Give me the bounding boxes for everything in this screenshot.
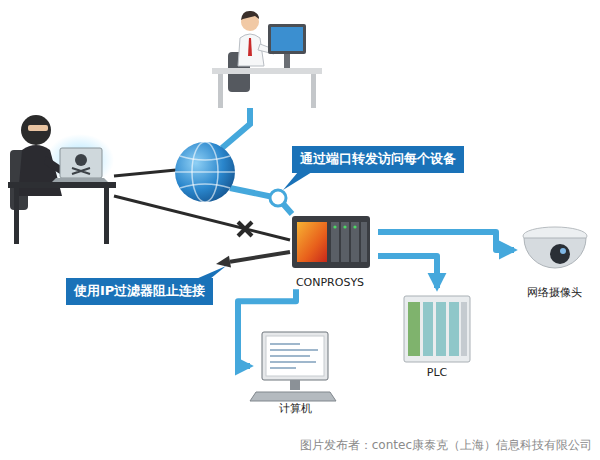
network-link bbox=[238, 289, 296, 366]
monitor-stand bbox=[290, 380, 300, 390]
desk-leg bbox=[311, 74, 316, 108]
callout-box: 使用IP过滤器阻止连接 bbox=[66, 278, 213, 305]
globe-equator bbox=[175, 171, 235, 173]
desk-leg bbox=[14, 188, 19, 244]
status-led bbox=[353, 225, 356, 228]
keyboard bbox=[250, 392, 336, 401]
watermark: 图片发布者：contec康泰克（上海）信息科技有限公司 bbox=[300, 437, 592, 454]
plc-module bbox=[423, 302, 433, 356]
desk-leg bbox=[104, 188, 109, 244]
device-panel bbox=[297, 222, 327, 262]
lens-glint bbox=[560, 248, 566, 254]
callout-box: 通过端口转发访问每个设备 bbox=[292, 146, 464, 173]
reject-arrowhead bbox=[216, 256, 231, 268]
monitor bbox=[268, 24, 306, 54]
plc-module bbox=[449, 302, 459, 356]
attack-wire bbox=[114, 196, 290, 240]
callout-text: 通过端口转发访问每个设备 bbox=[300, 151, 456, 166]
plc-power bbox=[408, 302, 420, 356]
network-camera: 网络摄像头 bbox=[514, 220, 594, 299]
hacker-desk bbox=[8, 182, 116, 188]
plc-module bbox=[436, 302, 446, 356]
globe bbox=[175, 142, 235, 202]
callout-text: 使用IP过滤器阻止连接 bbox=[74, 283, 205, 298]
device-label: CONPROSYS bbox=[296, 276, 364, 289]
block-cross bbox=[238, 222, 252, 236]
io-module bbox=[341, 222, 349, 262]
screen-content bbox=[270, 344, 318, 368]
camera-lens bbox=[550, 244, 570, 264]
reject-arrow bbox=[230, 252, 290, 262]
plc-module bbox=[461, 302, 467, 356]
laptop-screen bbox=[60, 148, 102, 178]
globe-parallel bbox=[180, 156, 230, 188]
desk-leg bbox=[218, 74, 223, 108]
gateway-device: CONPROSYS bbox=[282, 210, 378, 289]
attack-wire bbox=[114, 170, 176, 176]
desk-top bbox=[212, 68, 322, 74]
device-body bbox=[292, 216, 370, 268]
device-label: 计算机 bbox=[279, 402, 312, 415]
camera-dome bbox=[524, 238, 586, 268]
device-label: PLC bbox=[427, 366, 447, 379]
io-module bbox=[351, 222, 359, 262]
status-led bbox=[333, 225, 336, 228]
io-module bbox=[361, 222, 367, 262]
monitor-screen bbox=[271, 27, 303, 51]
hacker-eyes bbox=[28, 125, 48, 131]
monitor-screen bbox=[266, 336, 324, 376]
monitor-stand bbox=[284, 54, 290, 68]
hacker-head bbox=[21, 115, 51, 145]
network-link bbox=[378, 256, 437, 288]
plc-unit: PLC bbox=[398, 288, 476, 379]
crossbones-icon bbox=[72, 168, 90, 174]
port-ring bbox=[270, 190, 286, 206]
plc-rack bbox=[404, 296, 470, 362]
screen-glow bbox=[46, 134, 114, 186]
callout-tail bbox=[283, 172, 312, 190]
status-led bbox=[343, 225, 346, 228]
laptop-base bbox=[52, 178, 108, 182]
block-cross bbox=[238, 222, 252, 236]
network-wire bbox=[230, 188, 292, 214]
worker-tie bbox=[248, 38, 252, 56]
monitor bbox=[262, 332, 328, 380]
skull-icon bbox=[75, 154, 87, 166]
computer: 计算机 bbox=[250, 330, 340, 415]
worker-hair bbox=[241, 11, 259, 20]
io-module bbox=[331, 222, 339, 262]
network-link bbox=[378, 232, 514, 250]
network-wire bbox=[222, 108, 250, 148]
device-label: 网络摄像头 bbox=[527, 286, 582, 299]
